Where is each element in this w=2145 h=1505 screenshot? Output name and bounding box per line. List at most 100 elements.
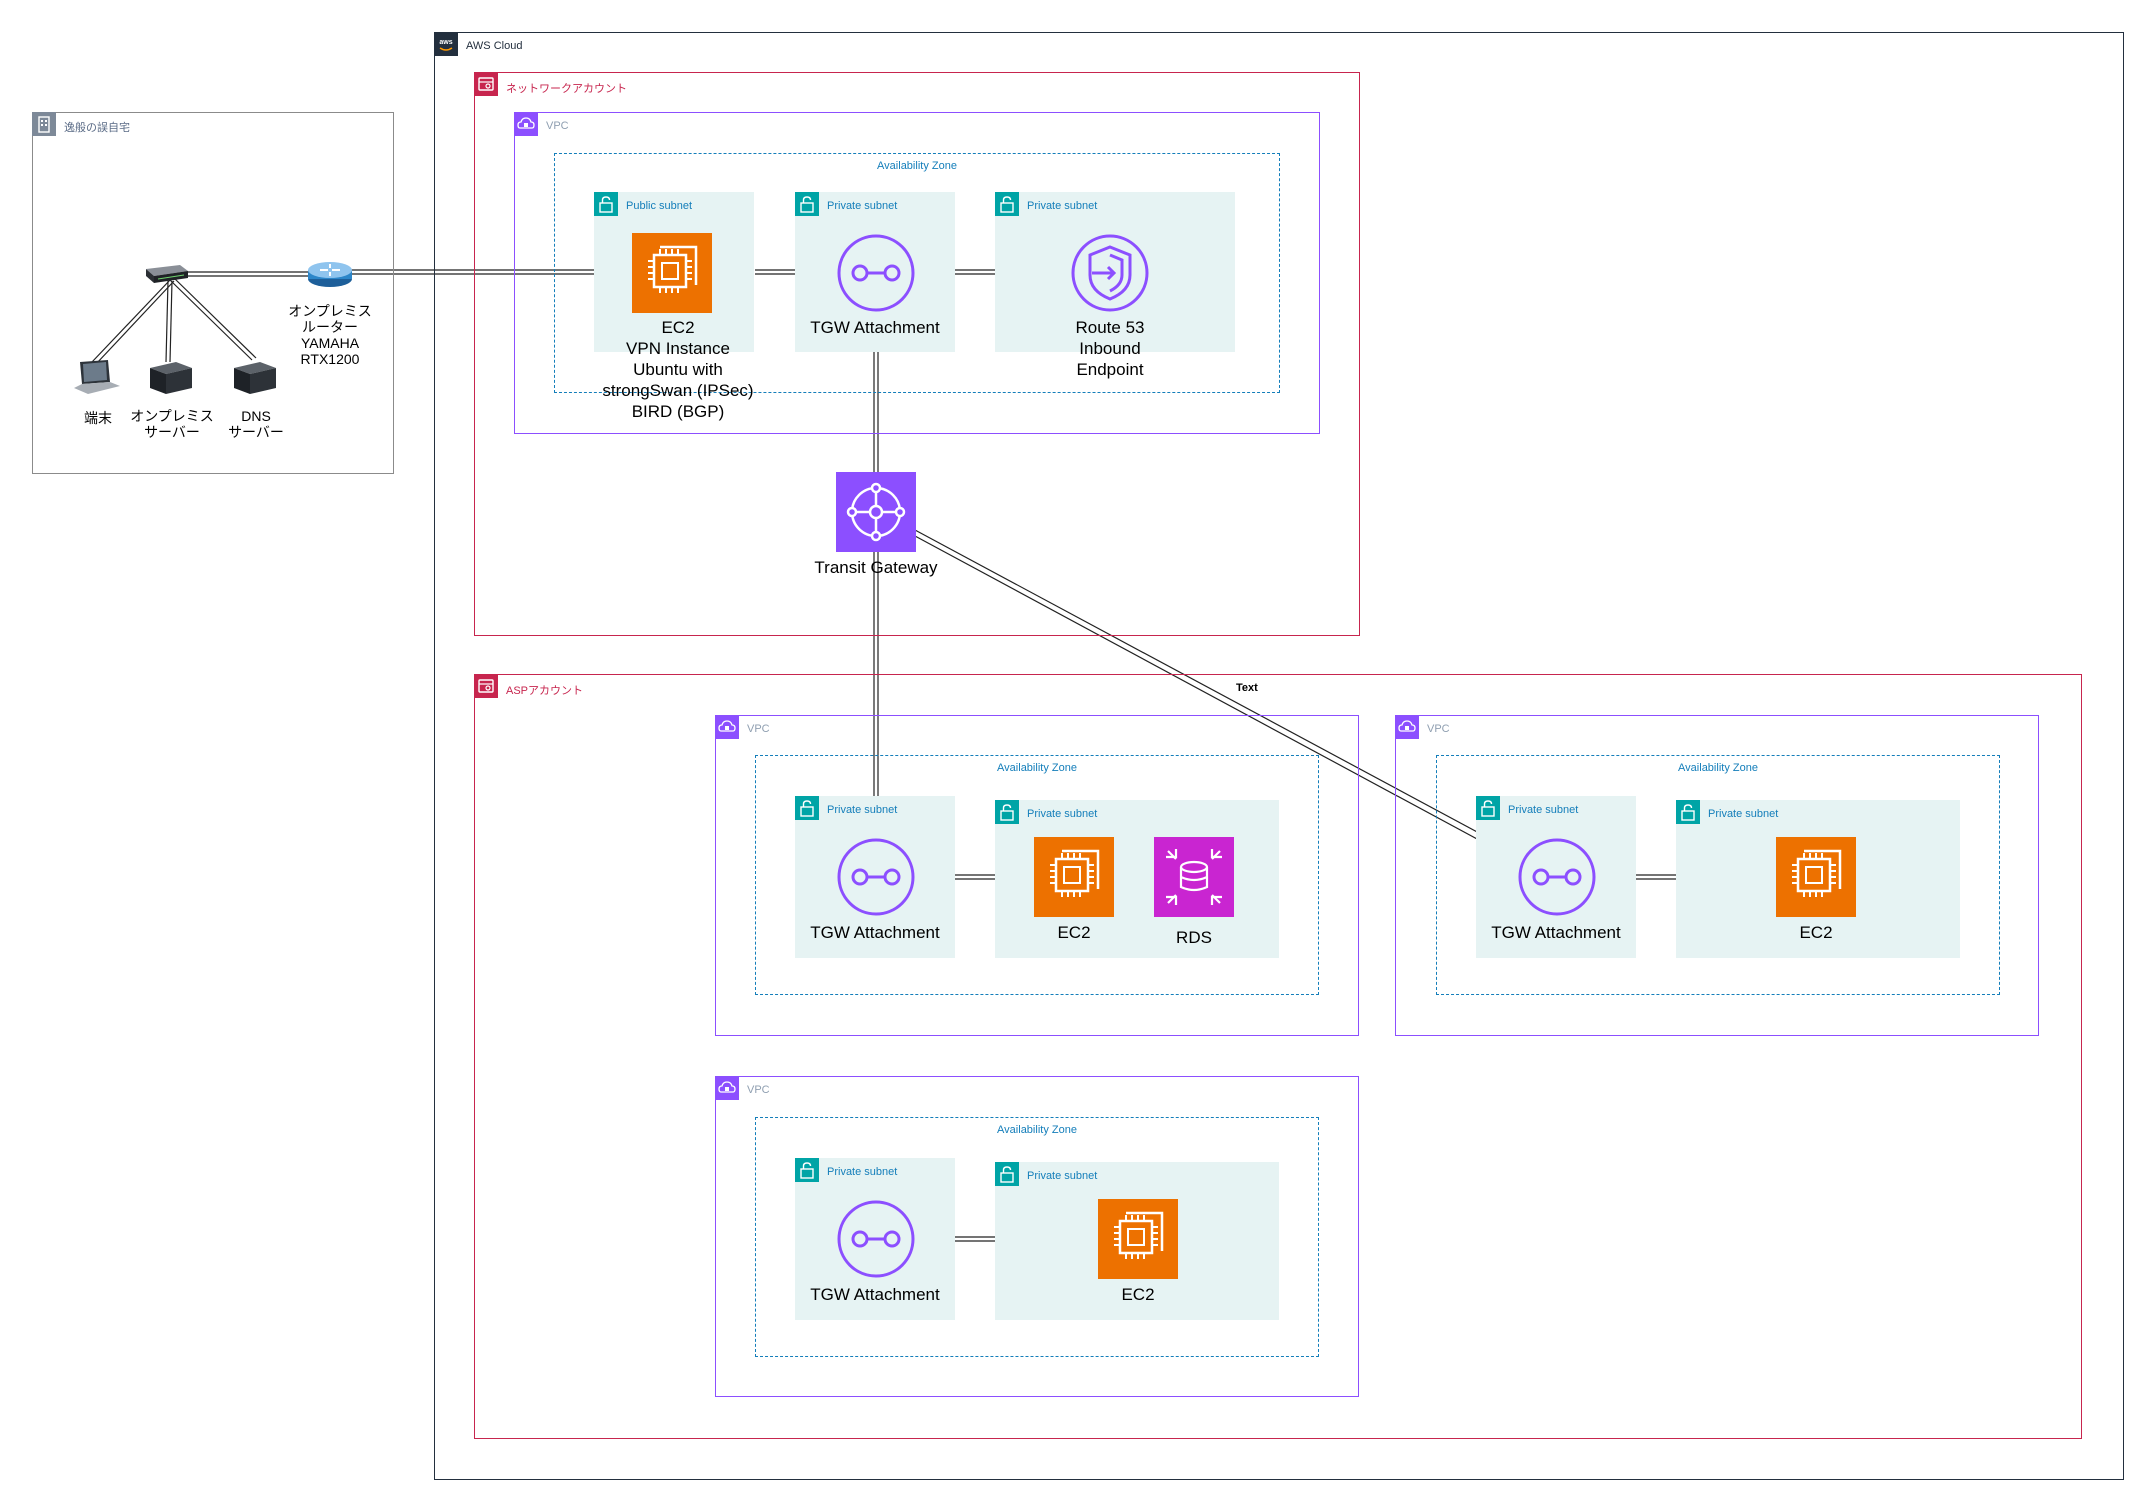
- private-subnet-label: Private subnet: [1508, 804, 1579, 816]
- ec2-label: EC2: [1799, 923, 1833, 942]
- route53-endpoint-icon: [1071, 234, 1149, 312]
- aws-cloud-group: [434, 32, 2124, 1480]
- dns-server-label: DNS サーバー: [218, 408, 294, 440]
- ec2-icon: [632, 233, 712, 313]
- vpc-icon: [715, 1076, 739, 1100]
- asp-vpc-3-label: VPC: [747, 1084, 770, 1096]
- onprem-group-label: 逸般の誤自宅: [64, 122, 130, 134]
- ec2-label: EC2: [1057, 923, 1091, 942]
- lock-icon: [1676, 800, 1700, 824]
- private-subnet-label: Private subnet: [827, 804, 898, 816]
- private-subnet-label: Private subnet: [1027, 808, 1098, 820]
- onprem-router-label: オンプレミス ルーター YAMAHA RTX1200: [280, 303, 380, 367]
- lock-icon: [795, 1158, 819, 1182]
- tgw-attachment-label: TGW Attachment: [1491, 923, 1621, 942]
- asp-vpc-1-az: [755, 755, 1319, 995]
- lock-icon: [995, 1162, 1019, 1186]
- link-switch-terminal: [91, 279, 171, 363]
- network-az-label: Availability Zone: [877, 160, 957, 172]
- private-subnet-label: Private subnet: [827, 200, 898, 212]
- router-icon: [308, 262, 352, 287]
- tgw-attachment-label: TGW Attachment: [810, 318, 940, 337]
- private-subnet-label: Private subnet: [1708, 808, 1779, 820]
- asp-vpc-3: [715, 1076, 1359, 1397]
- tgw-attachment-icon: [837, 1200, 915, 1278]
- onprem-group: [32, 112, 394, 474]
- network-az: [554, 153, 1280, 393]
- tgw-attachment-icon: [837, 838, 915, 916]
- tgw-attachment-icon: [1518, 838, 1596, 916]
- laptop-icon: [74, 360, 120, 394]
- ec2-icon: [1098, 1199, 1178, 1279]
- lock-icon: [995, 800, 1019, 824]
- router-label-line: オンプレミス: [288, 303, 372, 319]
- network-vpc-label: VPC: [546, 120, 569, 132]
- transit-gateway-label: Transit Gateway: [814, 558, 938, 577]
- route53-label-line: Endpoint: [1076, 360, 1144, 379]
- server-label-line: サーバー: [144, 424, 200, 440]
- dns-server-icon: [234, 362, 276, 394]
- onprem-server-label: オンプレミス サーバー: [126, 408, 218, 440]
- dns-label-line: サーバー: [228, 424, 284, 440]
- network-vpc: [514, 112, 1320, 434]
- server-label-line: オンプレミス: [130, 408, 214, 424]
- asp-vpc-2: [1395, 715, 2039, 1036]
- account-icon: [474, 674, 498, 698]
- router-label-line: YAMAHA: [300, 335, 360, 351]
- switch-icon: [146, 265, 188, 283]
- asp-account-group: [474, 674, 2082, 1439]
- svg-text:aws: aws: [439, 39, 452, 46]
- edge-text-label: Text: [1236, 682, 1258, 694]
- lock-icon: [594, 192, 618, 216]
- vpn-ec2-label-line: VPN Instance: [626, 339, 730, 358]
- terminal-label: 端末: [84, 410, 112, 426]
- lock-icon: [795, 796, 819, 820]
- tgw-attachment-label: TGW Attachment: [810, 1285, 940, 1304]
- vpc-icon: [1395, 715, 1419, 739]
- asp-vpc-3-az: [755, 1117, 1319, 1357]
- asp-vpc-2-label: VPC: [1427, 723, 1450, 735]
- vpc-icon: [715, 715, 739, 739]
- asp-vpc-2-az-label: Availability Zone: [1678, 762, 1758, 774]
- tgw-attachment-label: TGW Attachment: [810, 923, 940, 942]
- private-subnet-label: Private subnet: [1027, 200, 1098, 212]
- network-account-label: ネットワークアカウント: [506, 83, 627, 95]
- route53-label-line: Route 53: [1075, 318, 1145, 337]
- building-icon: [32, 112, 56, 136]
- vpn-ec2-label-line: BIRD (BGP): [631, 402, 725, 421]
- public-subnet-label: Public subnet: [626, 200, 693, 212]
- lock-icon: [1476, 796, 1500, 820]
- asp-vpc-1: [715, 715, 1359, 1036]
- link-switch-onprem-server: [165, 280, 169, 363]
- router-label-line: RTX1200: [300, 351, 360, 367]
- tgw-attachment-icon: [837, 234, 915, 312]
- aws-cloud-label: AWS Cloud: [466, 40, 523, 52]
- vpn-ec2-label: EC2 VPN Instance Ubuntu with strongSwan …: [574, 317, 782, 422]
- ec2-icon: [1776, 837, 1856, 917]
- vpc-icon: [514, 112, 538, 136]
- rds-icon: [1154, 837, 1234, 917]
- link-switch-dns-server: [169, 279, 253, 361]
- link-transit-gateway-asp-vpc2: [914, 529, 1521, 856]
- lock-icon: [995, 192, 1019, 216]
- asp-vpc-1-label: VPC: [747, 723, 770, 735]
- asp-account-label: ASPアカウント: [506, 685, 584, 697]
- account-icon: [474, 72, 498, 96]
- router-label-line: ルーター: [302, 319, 358, 335]
- server-icon: [150, 362, 192, 394]
- ec2-icon: [1034, 837, 1114, 917]
- route53-label-line: Inbound: [1079, 339, 1141, 358]
- private-subnet-label: Private subnet: [827, 1166, 898, 1178]
- vpn-ec2-label-line: strongSwan (IPSec): [602, 381, 754, 400]
- ec2-label: EC2: [1121, 1285, 1155, 1304]
- route53-label: Route 53 Inbound Endpoint: [1035, 317, 1185, 380]
- dns-label-line: DNS: [241, 408, 271, 424]
- asp-vpc-2-az: [1436, 755, 2000, 995]
- private-subnet-label: Private subnet: [1027, 1170, 1098, 1182]
- asp-vpc-1-az-label: Availability Zone: [997, 762, 1077, 774]
- transit-gateway-icon: [836, 472, 916, 552]
- asp-vpc-3-az-label: Availability Zone: [997, 1124, 1077, 1136]
- network-account-group: [474, 72, 1360, 636]
